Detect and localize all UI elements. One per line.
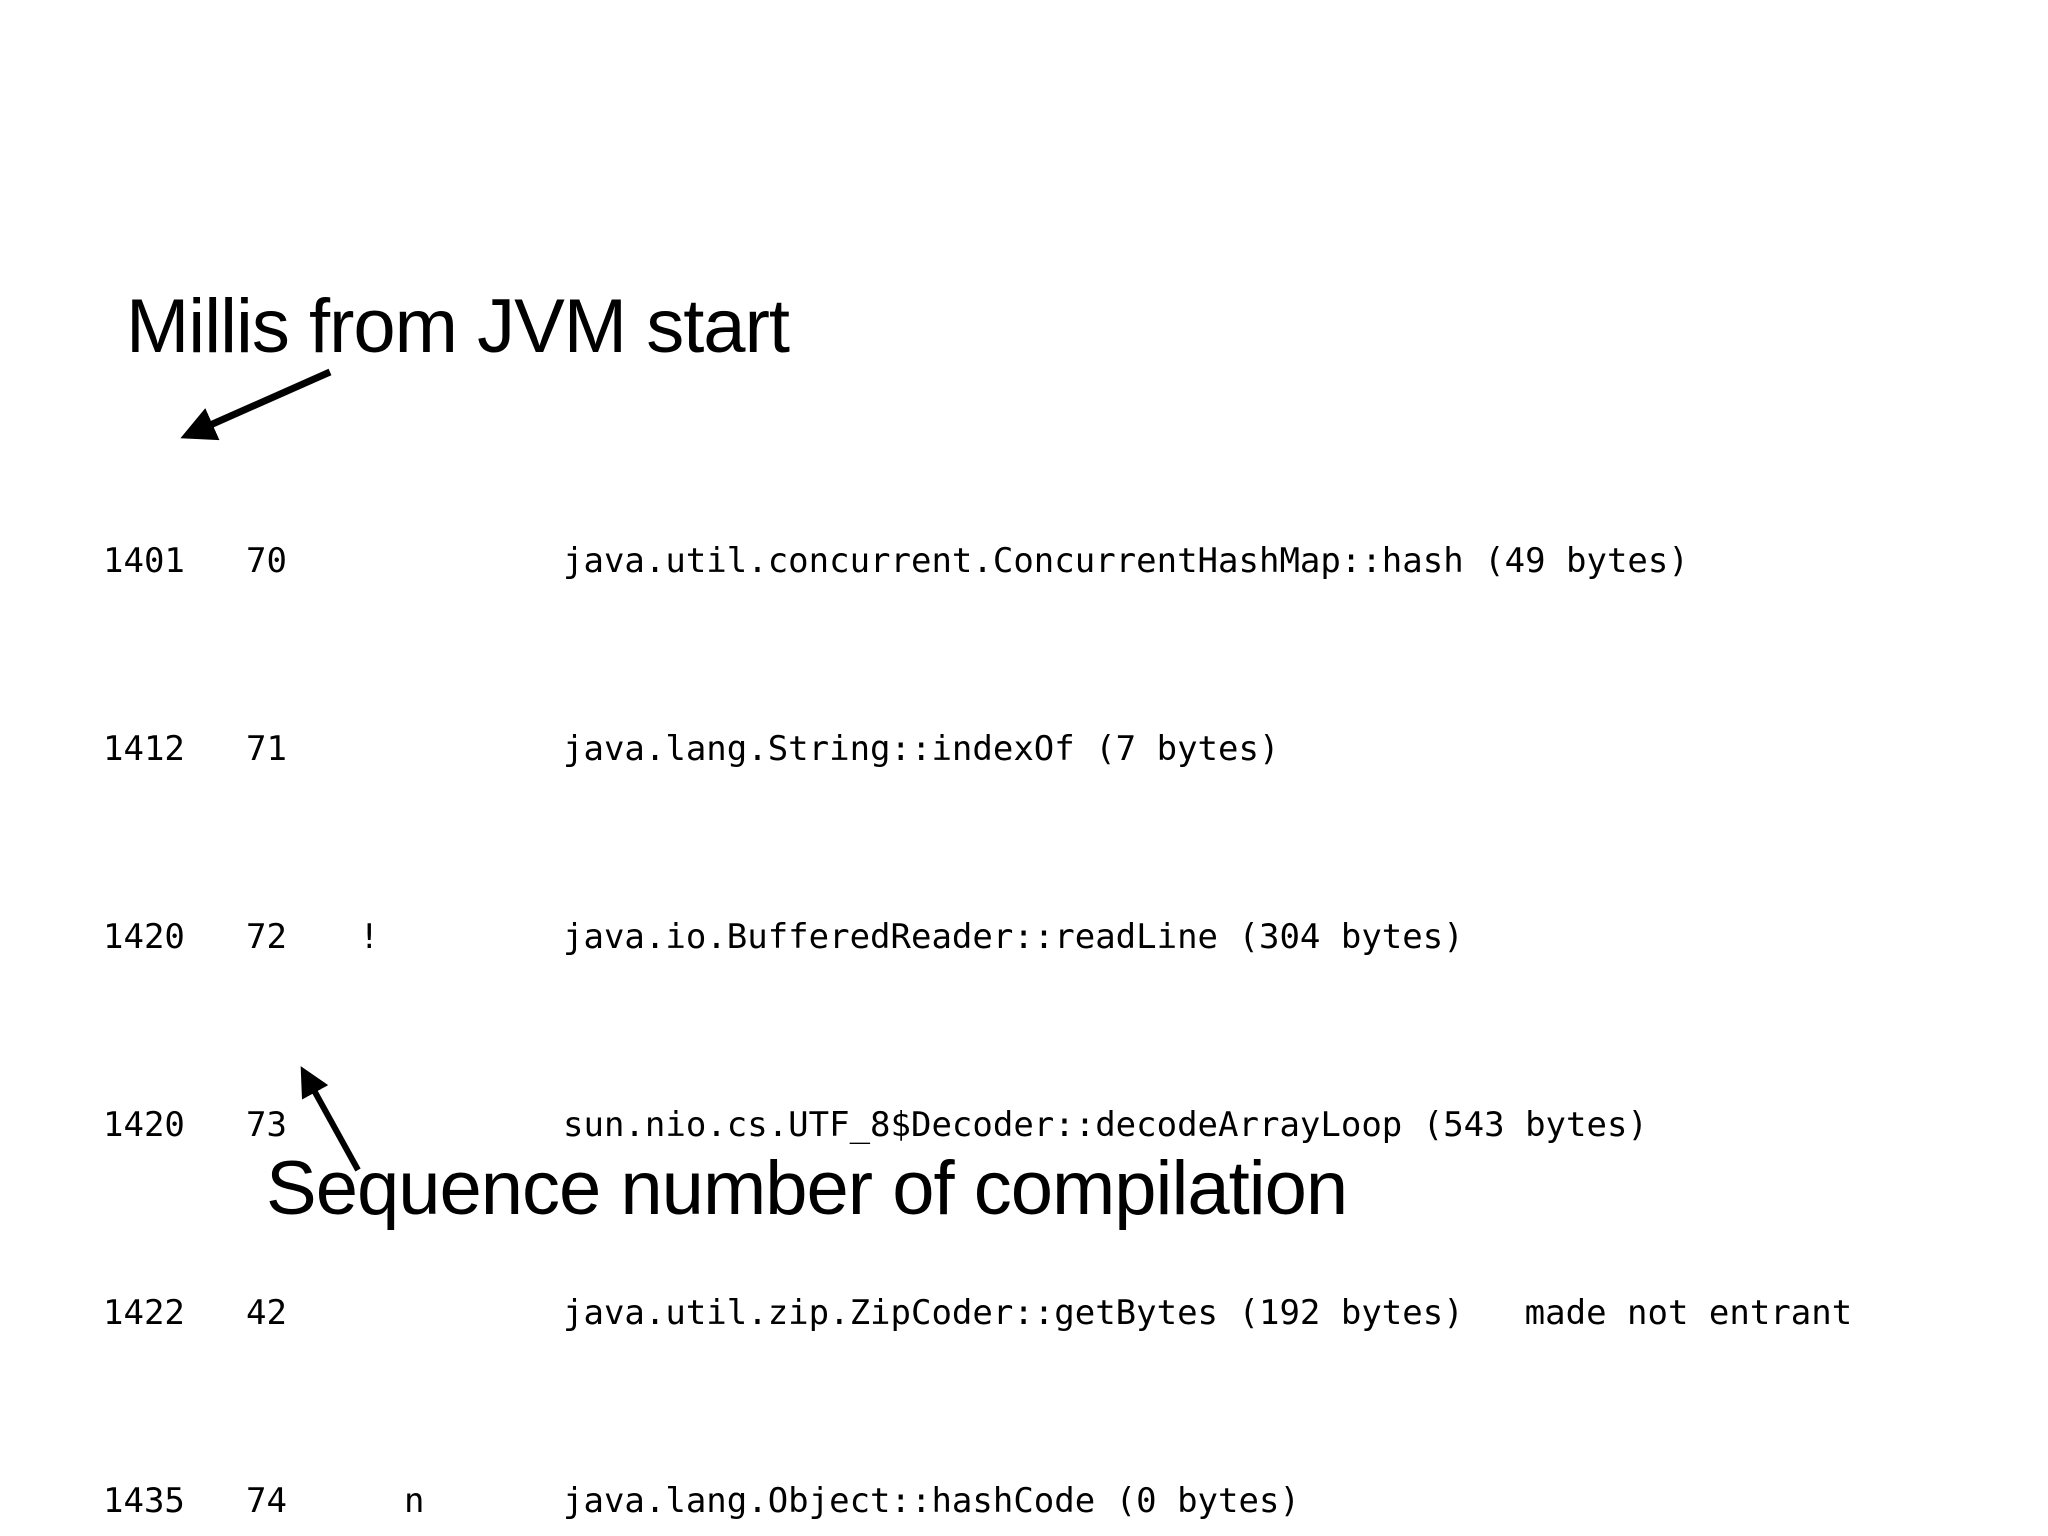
millis-value: 1435 — [103, 1481, 185, 1521]
method-cell: java.io.BufferedReader::readLine (304 by… — [563, 914, 1464, 961]
method-cell: java.util.zip.ZipCoder::getBytes (192 by… — [563, 1290, 1852, 1337]
method-cell: sun.nio.cs.UTF_8$Decoder::decodeArrayLoo… — [563, 1102, 1648, 1149]
status-text: made not entrant — [1524, 1293, 1853, 1333]
sequence-number: 73 — [246, 1105, 287, 1145]
method-cell: java.util.concurrent.ConcurrentHashMap::… — [563, 538, 1689, 585]
log-row: 1422 42 java.util.zip.ZipCoder::getBytes… — [0, 1290, 2048, 1337]
compilation-log: 1401 70 java.util.concurrent.ConcurrentH… — [0, 444, 2048, 1536]
millis-annotation-label: Millis from JVM start — [126, 284, 790, 369]
log-row: 1401 70 java.util.concurrent.ConcurrentH… — [0, 538, 2048, 585]
exception-flag: ! — [359, 917, 380, 957]
method-signature: java.lang.Object::hashCode (0 bytes) — [563, 1481, 1300, 1521]
sequence-number: 74 — [246, 1481, 287, 1521]
millis-value: 1420 — [103, 917, 185, 957]
log-row: 1420 72 ! java.io.BufferedReader::readLi… — [0, 914, 2048, 961]
sequence-number: 70 — [246, 541, 287, 581]
method-signature: java.util.zip.ZipCoder::getBytes (192 by… — [563, 1293, 1464, 1333]
sequence-number: 72 — [246, 917, 287, 957]
sequence-number: 42 — [246, 1293, 287, 1333]
method-cell: java.lang.String::indexOf (7 bytes) — [563, 726, 1279, 773]
millis-value: 1401 — [103, 541, 185, 581]
sequence-annotation-label: Sequence number of compilation — [266, 1146, 1348, 1231]
millis-value: 1412 — [103, 729, 185, 769]
method-cell: java.lang.Object::hashCode (0 bytes) — [563, 1478, 1300, 1525]
sequence-number: 71 — [246, 729, 287, 769]
millis-arrow — [180, 368, 332, 441]
native-flag: n — [404, 1481, 425, 1521]
method-signature: sun.nio.cs.UTF_8$Decoder::decodeArrayLoo… — [563, 1105, 1648, 1145]
log-row: 1420 73 sun.nio.cs.UTF_8$Decoder::decode… — [0, 1102, 2048, 1149]
millis-value: 1422 — [103, 1293, 185, 1333]
method-signature: java.lang.String::indexOf (7 bytes) — [563, 729, 1280, 769]
millis-value: 1420 — [103, 1105, 185, 1145]
method-signature: java.io.BufferedReader::readLine (304 by… — [563, 917, 1464, 957]
log-row: 1435 74 n java.lang.Object::hashCode (0 … — [0, 1478, 2048, 1525]
log-row: 1412 71 java.lang.String::indexOf (7 byt… — [0, 726, 2048, 773]
method-signature: java.util.concurrent.ConcurrentHashMap::… — [563, 541, 1689, 581]
